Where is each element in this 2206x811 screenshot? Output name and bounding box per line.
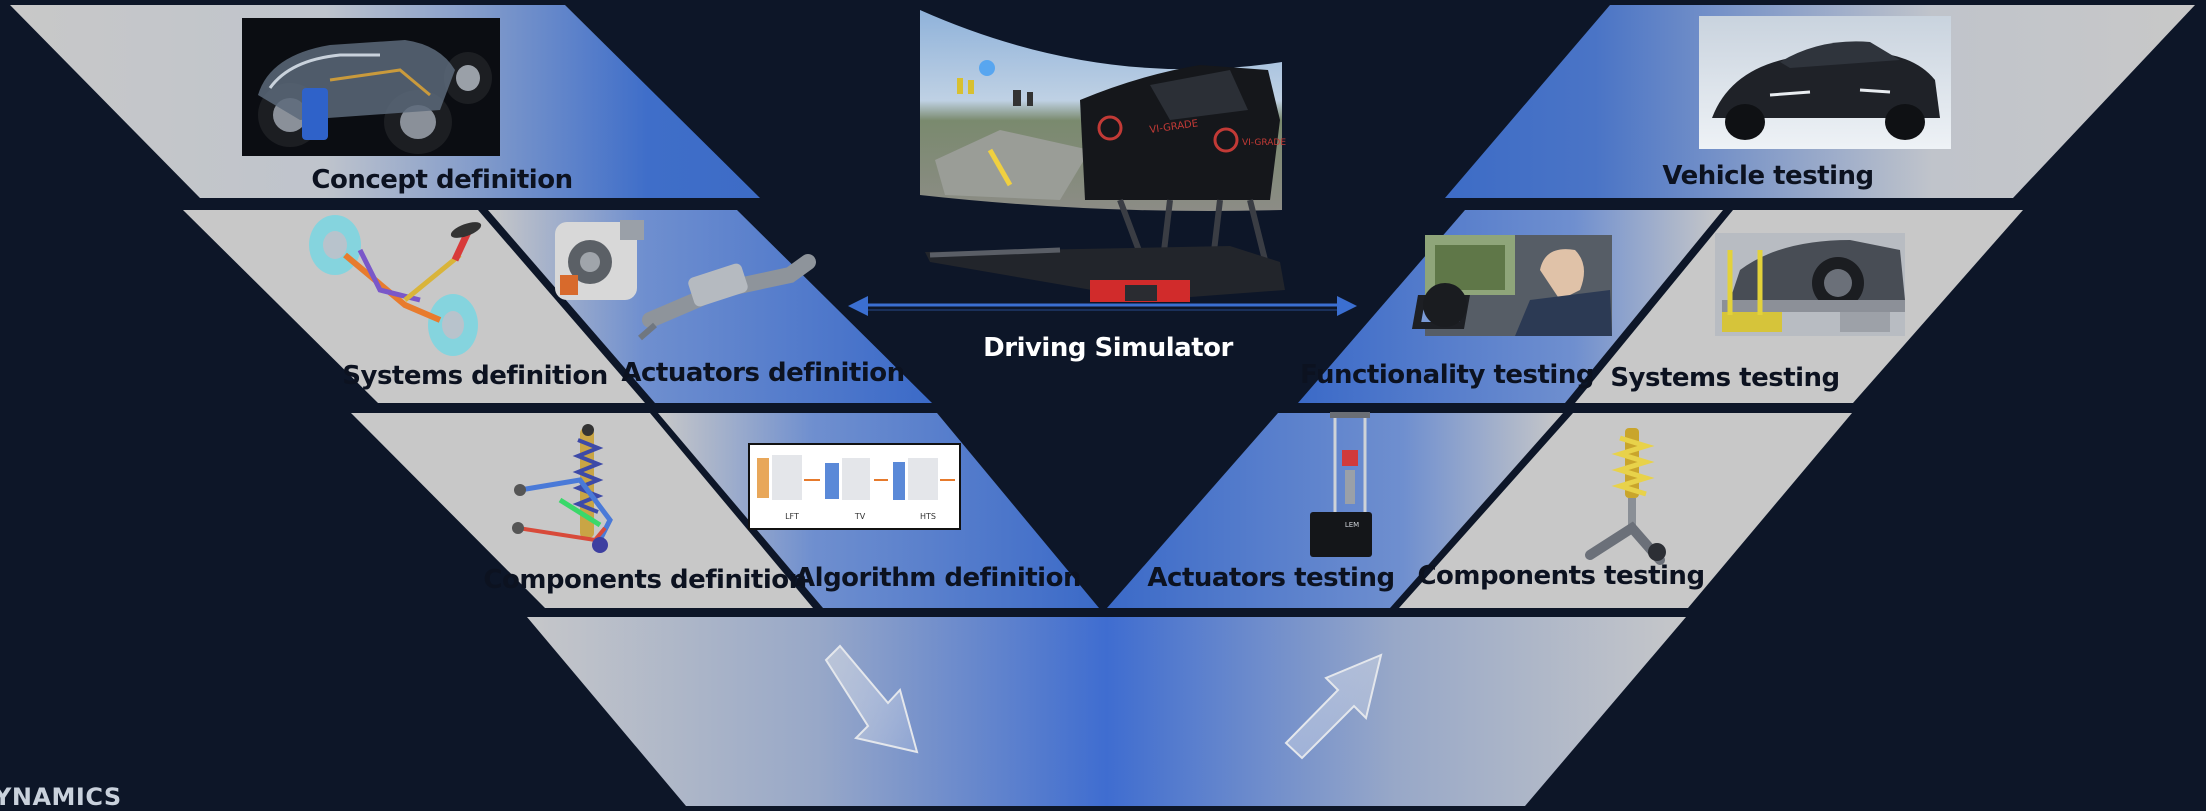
panel-bottom-band: [527, 617, 1686, 806]
algorithm-block-label: LFT: [785, 512, 799, 521]
algorithm-block-label: TV: [854, 512, 866, 521]
corner-brand-text: YNAMICS: [0, 783, 122, 811]
double-arrow-icon: [848, 296, 1357, 316]
steering-system-icon: [309, 215, 482, 356]
car-on-rig-icon: [1715, 233, 1905, 336]
actuator-test-rig-icon: LEM: [1310, 412, 1372, 557]
sports-car-icon: [1699, 16, 1951, 149]
algorithm-block-label: HTS: [920, 512, 936, 521]
actuators-testing-label: Actuators testing: [1147, 563, 1395, 593]
algorithm-blocks-icon: LFT TV HTS: [748, 443, 961, 530]
components-testing-label: Components testing: [1417, 561, 1705, 591]
concept-definition-label: Concept definition: [311, 165, 573, 195]
rig-brand-text: LEM: [1345, 521, 1359, 529]
down-arrow-icon: [824, 644, 919, 754]
actuator-unit-icon: [555, 220, 816, 341]
functionality-testing-label: Functionality testing: [1300, 360, 1594, 390]
systems-definition-label: Systems definition: [342, 361, 608, 391]
up-arrow-icon: [1284, 653, 1383, 760]
car-chassis-icon: [242, 18, 500, 156]
simulator-brand-text: VI-GRADE: [1242, 138, 1286, 148]
panel-components-testing: [1399, 413, 1852, 608]
actuators-definition-label: Actuators definition: [621, 358, 905, 388]
systems-testing-label: Systems testing: [1610, 363, 1840, 393]
components-definition-label: Components definition: [483, 565, 807, 595]
shock-absorber-icon: [1585, 428, 1666, 565]
vehicle-testing-label: Vehicle testing: [1662, 161, 1874, 191]
suspension-component-icon: [512, 424, 613, 553]
algorithm-definition-label: Algorithm definition: [795, 563, 1081, 593]
simulator-cockpit-icon: VI-GRADE VI-GRADE: [920, 10, 1286, 302]
driver-laptop-icon: [1411, 235, 1612, 336]
driving-simulator-label: Driving Simulator: [983, 333, 1233, 363]
